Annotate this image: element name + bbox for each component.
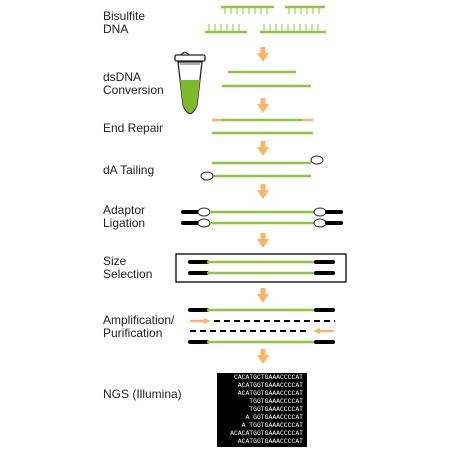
amplification-strands [188, 308, 335, 344]
down-arrow-icon [257, 288, 269, 303]
end-repaired-strands [212, 118, 313, 135]
microcentrifuge-tube-icon [174, 51, 206, 115]
down-arrow-icon [257, 184, 269, 199]
bisulfite-dna-fragments [205, 5, 326, 34]
down-arrow-icon [257, 47, 269, 62]
dsdna-strands [222, 70, 311, 88]
step-label-da-tailing: dA Tailing [103, 163, 155, 177]
down-arrow-icon [257, 233, 269, 248]
step-label-ngs-illumina: NGS (Illumina) [103, 387, 182, 401]
ngs-read: TGGTGAAACCCCAT [249, 398, 303, 405]
adaptor-ligated-strands [181, 207, 343, 228]
step-label-end-repair: End Repair [103, 121, 164, 135]
down-arrow-icon [257, 349, 269, 364]
ngs-read: ACATGGTGAAACCCCAT [237, 390, 303, 397]
size-selection-box [175, 253, 347, 283]
step-label-amplification-purification: Amplification/Purification [103, 313, 175, 340]
down-arrow-icon [257, 141, 269, 156]
ngs-read: A GGTGAAACCCCAT [245, 414, 303, 421]
ngs-read: TGGTGAAACCCCAT [249, 406, 303, 413]
ngs-read: ACATGGTGAAACCCCAT [237, 382, 303, 389]
ngs-read: CACATGCTGAAACCCCAT [233, 374, 303, 381]
ngs-read: ACATGGTGAAACCCCAT [237, 438, 303, 445]
down-arrow-icon [257, 98, 269, 113]
da-tailed-strands [200, 155, 324, 181]
ngs-read: ACACATGGTGAAACCCCAT [230, 430, 303, 437]
ngs-reads-panel: CACATGCTGAAACCCCAT ACATGGTGAAACCCCAT ACA… [217, 373, 307, 447]
ngs-read: A TGGTGAAACCCCAT [241, 422, 303, 429]
